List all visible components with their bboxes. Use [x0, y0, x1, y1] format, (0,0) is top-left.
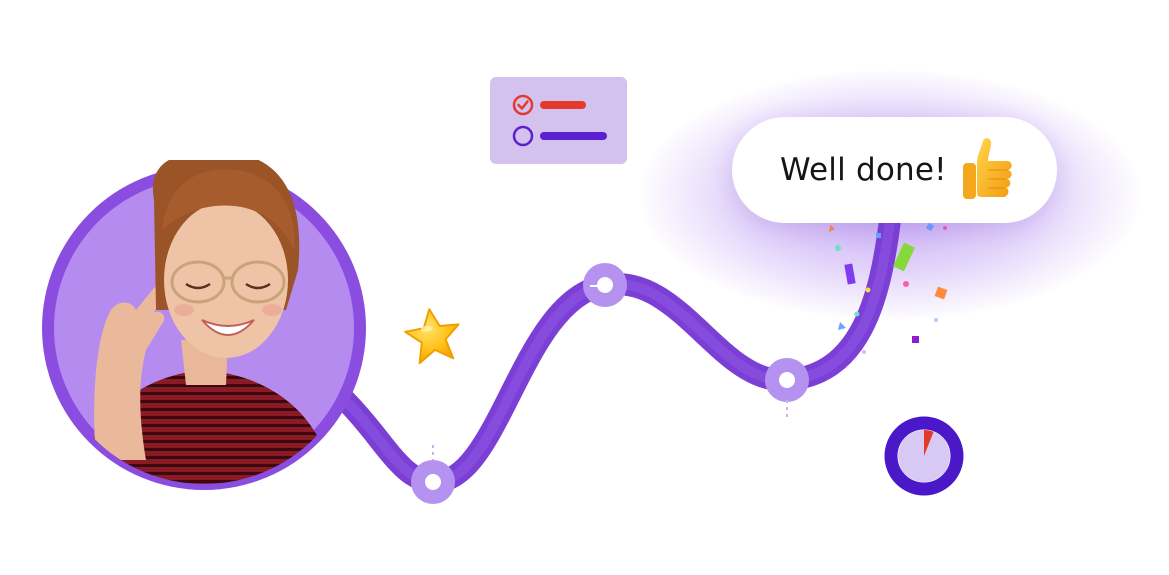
star-icon [404, 308, 460, 365]
checklist-item-checked[interactable] [512, 94, 586, 116]
progress-ring [884, 416, 964, 496]
empty-circle-icon [512, 125, 534, 147]
checklist-line-purple [540, 132, 607, 140]
hand [94, 285, 166, 460]
milestone-node-2[interactable] [583, 263, 627, 307]
checklist-item-unchecked[interactable] [512, 125, 607, 147]
face [164, 202, 288, 358]
checklist-card [490, 77, 627, 164]
check-circle-icon [512, 94, 534, 116]
checklist-line-red [540, 101, 586, 109]
progress-slice [924, 430, 934, 456]
confetti [829, 222, 948, 354]
well-done-bubble: Well done! [732, 117, 1057, 223]
thumbs-up-icon [962, 138, 1012, 199]
milestone-node-1[interactable] [411, 445, 455, 504]
bubble-message: Well done! [780, 152, 947, 188]
glasses [170, 260, 286, 304]
shirt [76, 370, 336, 484]
avatar [36, 110, 372, 496]
person-head [152, 110, 300, 358]
milestone-node-3[interactable] [765, 358, 809, 420]
smile [201, 319, 255, 336]
